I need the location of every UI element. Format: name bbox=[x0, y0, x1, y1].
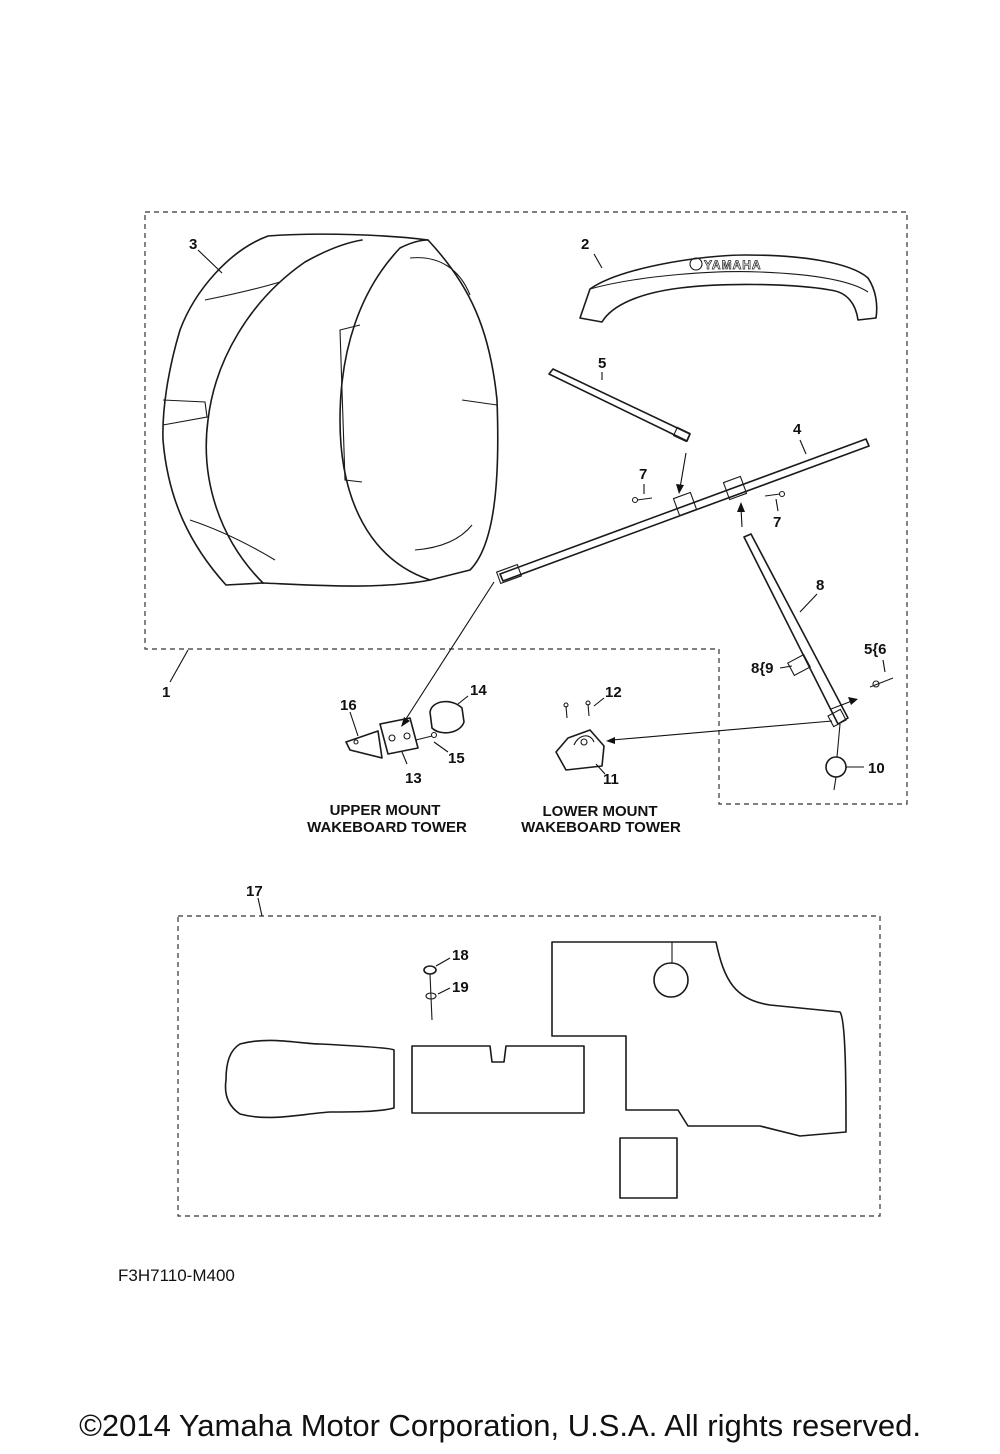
part-10-lanyard-ring bbox=[825, 723, 847, 791]
callout-10: 10 bbox=[868, 760, 885, 777]
callout-19: 19 bbox=[452, 979, 469, 996]
copyright-notice: ©2014 Yamaha Motor Corporation, U.S.A. A… bbox=[79, 1408, 921, 1443]
part-11-lower-mount-bracket bbox=[555, 729, 605, 771]
kit-17-outline bbox=[177, 915, 881, 1217]
callout-4: 4 bbox=[793, 421, 802, 438]
part-3-bimini-cover bbox=[162, 233, 499, 587]
mat-middle bbox=[411, 1045, 585, 1114]
kit-1-outline bbox=[144, 211, 908, 805]
callout-13: 13 bbox=[405, 770, 422, 787]
upper-mount-label-line1: UPPER MOUNT bbox=[330, 802, 441, 819]
callout-18: 18 bbox=[452, 947, 469, 964]
mat-left bbox=[224, 1039, 395, 1119]
part-16-plate bbox=[345, 730, 383, 759]
figure-code: F3H7110-M400 bbox=[118, 1266, 235, 1285]
callout-16: 16 bbox=[340, 697, 357, 714]
callout-2: 2 bbox=[581, 236, 589, 253]
part-14-cap bbox=[429, 700, 465, 734]
callout-7b: 7 bbox=[773, 514, 781, 531]
part-4-main-tube bbox=[495, 438, 870, 585]
callout-15: 15 bbox=[448, 750, 465, 767]
callout-12: 12 bbox=[605, 684, 622, 701]
lower-mount-label-line2: WAKEBOARD TOWER bbox=[521, 819, 681, 836]
callout-14: 14 bbox=[470, 682, 487, 699]
assembly-arrows bbox=[401, 452, 858, 744]
part-2-yamaha-top-handle: YAMAHA bbox=[579, 254, 878, 323]
callout-7a: 7 bbox=[639, 466, 647, 483]
part-12-screws bbox=[563, 700, 591, 719]
lower-mount-label-line1: LOWER MOUNT bbox=[543, 803, 658, 820]
mat-small bbox=[619, 1137, 678, 1199]
part-7-bolt-right bbox=[764, 490, 786, 498]
callout-5: 5 bbox=[598, 355, 606, 372]
callout-11: 11 bbox=[603, 771, 619, 788]
part-13-bracket bbox=[379, 717, 419, 755]
upper-mount-label-line2: WAKEBOARD TOWER bbox=[307, 819, 467, 836]
mat-right bbox=[551, 941, 847, 1137]
part-19-washer bbox=[425, 992, 437, 1000]
part-5-6-pin bbox=[869, 677, 894, 688]
part-7-bolt-left bbox=[631, 496, 653, 504]
part-5-short-tube bbox=[548, 368, 691, 443]
callout-1: 1 bbox=[162, 684, 170, 701]
part-18-snap bbox=[423, 965, 437, 1021]
callout-8: 8 bbox=[816, 577, 824, 594]
part-8-strut bbox=[743, 533, 849, 728]
part-15-bolt bbox=[415, 731, 438, 741]
callout-8-9: 8{9 bbox=[751, 660, 774, 677]
yamaha-logo-text: YAMAHA bbox=[704, 258, 762, 272]
callout-3: 3 bbox=[189, 236, 197, 253]
part-17-floor-mat-set bbox=[224, 941, 847, 1199]
callout-17: 17 bbox=[246, 883, 263, 900]
callout-5-6: 5{6 bbox=[864, 641, 887, 658]
